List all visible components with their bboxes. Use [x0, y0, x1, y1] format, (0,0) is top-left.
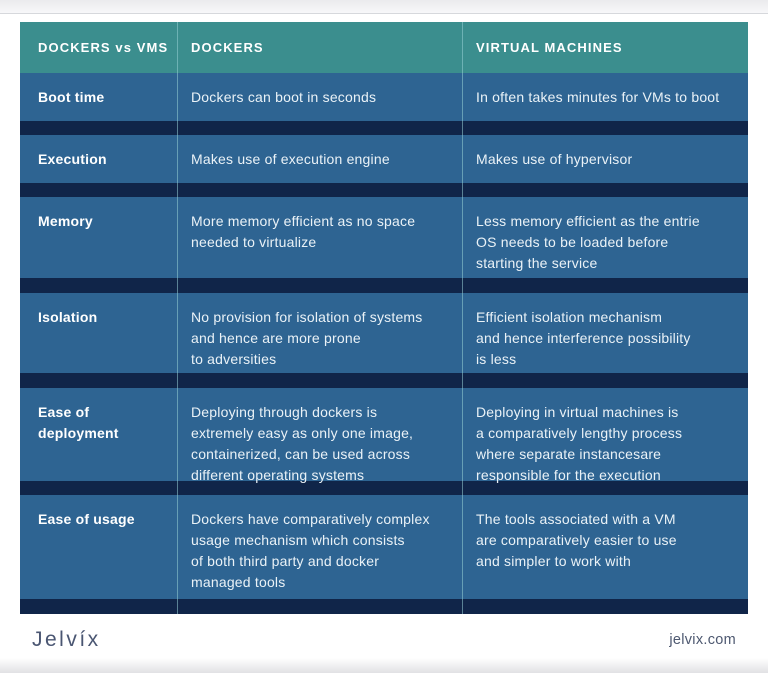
- row-label: Ease of deployment: [38, 404, 119, 441]
- row-divider: [20, 481, 748, 495]
- dockers-cell: No provision for isolation of systems an…: [191, 309, 423, 367]
- table-row-memory: Memory More memory efficient as no space…: [20, 197, 748, 278]
- table-row-ease-of-deployment: Ease of deployment Deploying through doc…: [20, 388, 748, 483]
- header-cell-dockers: DOCKERS: [191, 40, 264, 55]
- table-header-row: DOCKERS vs VMS DOCKERS VIRTUAL MACHINES: [20, 22, 748, 73]
- jelvix-logo: Jelvíx: [32, 628, 101, 651]
- row-divider: [20, 373, 748, 388]
- dockers-cell: Dockers can boot in seconds: [191, 89, 377, 105]
- footer: Jelvíx jelvix.com: [32, 624, 736, 656]
- vms-cell: Efficient isolation mechanism and hence …: [476, 309, 691, 367]
- vms-cell: In often takes minutes for VMs to boot: [476, 89, 720, 105]
- comparison-table: DOCKERS vs VMS DOCKERS VIRTUAL MACHINES …: [20, 22, 748, 614]
- table-row-ease-of-usage: Ease of usage Dockers have comparatively…: [20, 495, 748, 599]
- vms-cell: The tools associated with a VM are compa…: [476, 511, 677, 569]
- dockers-cell: Makes use of execution engine: [191, 151, 390, 167]
- dockers-cell: Deploying through dockers is extremely e…: [191, 404, 414, 483]
- bottom-edge-gradient: [0, 658, 768, 673]
- dockers-cell: More memory efficient as no space needed…: [191, 213, 416, 250]
- dockers-cell: Dockers have comparatively complex usage…: [191, 511, 430, 590]
- row-divider: [20, 183, 748, 197]
- vms-cell: Makes use of hypervisor: [476, 151, 633, 167]
- vms-cell: Less memory efficient as the entrie OS n…: [476, 213, 700, 271]
- row-label: Isolation: [38, 309, 98, 325]
- table-footer-band: [20, 599, 748, 614]
- vms-cell: Deploying in virtual machines is a compa…: [476, 404, 683, 483]
- row-label: Ease of usage: [38, 511, 135, 527]
- row-label: Memory: [38, 213, 93, 229]
- header-cell-vms: VIRTUAL MACHINES: [476, 40, 623, 55]
- row-label: Boot time: [38, 89, 105, 105]
- table-row-execution: Execution Makes use of execution engine …: [20, 135, 748, 183]
- table-row-isolation: Isolation No provision for isolation of …: [20, 293, 748, 373]
- row-divider: [20, 278, 748, 293]
- row-divider: [20, 121, 748, 135]
- row-label: Execution: [38, 151, 107, 167]
- table-row-boot-time: Boot time Dockers can boot in seconds In…: [20, 73, 748, 121]
- header-cell-title: DOCKERS vs VMS: [38, 40, 169, 55]
- website-text: jelvix.com: [669, 632, 736, 648]
- top-edge-gradient: [0, 0, 768, 14]
